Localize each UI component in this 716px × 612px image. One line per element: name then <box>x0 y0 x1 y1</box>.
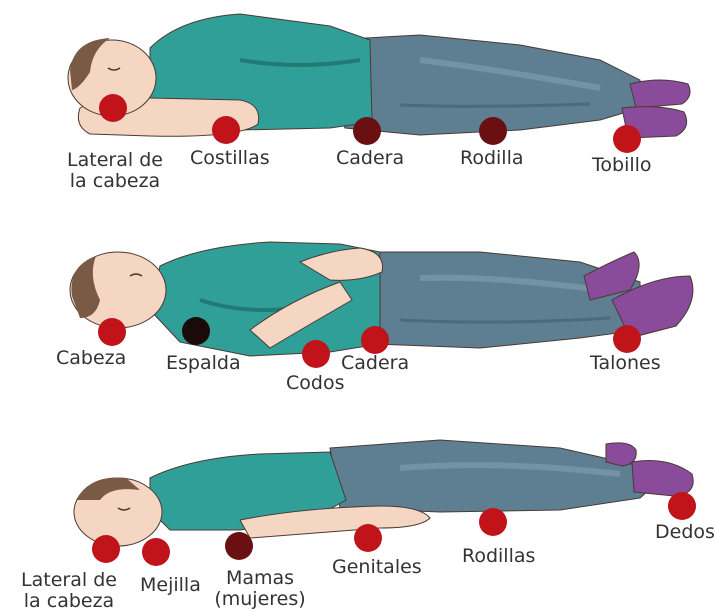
marker-heels <box>613 325 641 353</box>
label-back: Espalda <box>166 353 241 374</box>
label-genitals: Genitales <box>332 557 422 578</box>
marker-toes <box>668 492 696 520</box>
label-hip: Cadera <box>341 353 409 374</box>
label-hip: Cadera <box>336 148 404 169</box>
marker-hip <box>361 326 389 354</box>
marker-back <box>182 317 210 345</box>
label-ribs: Costillas <box>190 148 270 169</box>
sock <box>630 80 690 108</box>
marker-breasts <box>225 532 253 560</box>
marker-elbows <box>302 340 330 368</box>
label-ankle: Tobillo <box>592 155 652 176</box>
pants <box>370 252 640 348</box>
marker-knees <box>479 508 507 536</box>
marker-head-side <box>92 535 120 563</box>
marker-genitals <box>354 524 382 552</box>
marker-hip <box>353 117 381 145</box>
marker-ribs <box>212 116 240 144</box>
marker-cheek <box>142 538 170 566</box>
label-toes: Dedos <box>655 522 715 543</box>
label-heels: Talones <box>590 353 661 374</box>
figure-side-lying <box>68 14 690 138</box>
label-cheek: Mejilla <box>140 575 201 596</box>
figure-prone <box>74 440 693 546</box>
sock <box>632 461 693 497</box>
label-head: Cabeza <box>56 348 126 369</box>
label-elbows: Codos <box>286 373 344 394</box>
label-knee: Rodilla <box>460 148 524 169</box>
marker-head-side <box>99 94 127 122</box>
marker-head <box>98 318 126 346</box>
label-head-side: Lateral de la cabeza <box>60 150 170 192</box>
label-breasts: Mamas (mujeres) <box>210 568 310 610</box>
marker-ankle <box>613 125 641 153</box>
label-head-side: Lateral de la cabeza <box>14 570 124 612</box>
label-knees: Rodillas <box>462 546 535 567</box>
marker-knee <box>479 117 507 145</box>
